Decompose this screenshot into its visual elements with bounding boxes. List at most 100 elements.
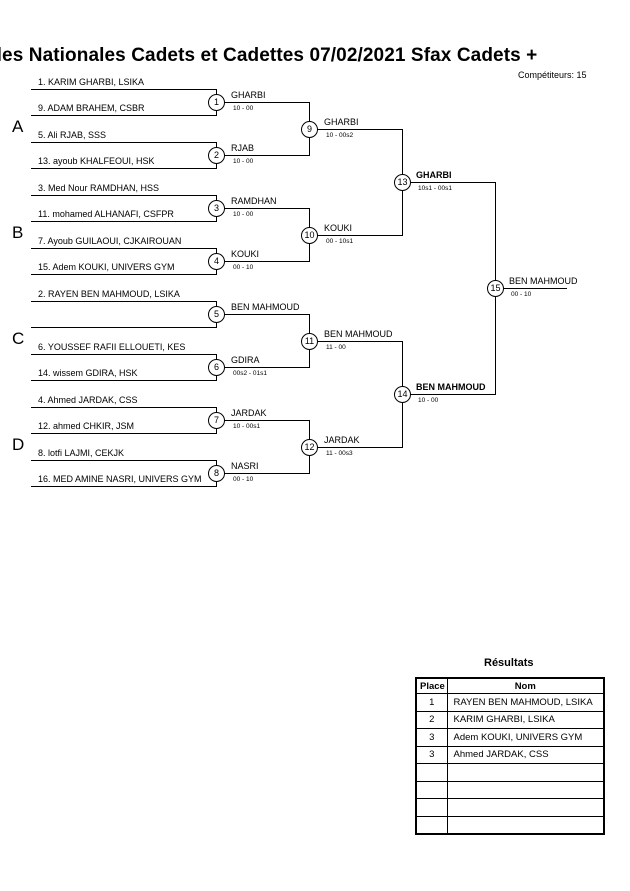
competitor-line <box>31 274 217 275</box>
match-score: 10 - 00 <box>233 158 254 165</box>
competitor-name: 14. wissem GDIRA, HSK <box>38 368 138 378</box>
result-place <box>415 815 448 835</box>
match-winner: KOUKI <box>231 249 260 259</box>
results-row <box>415 763 605 782</box>
winner-line <box>495 288 567 289</box>
result-name: KARIM GHARBI, LSIKA <box>446 710 605 729</box>
winner-line <box>216 367 310 368</box>
result-name: Ahmed JARDAK, CSS <box>446 745 605 764</box>
match-score: 00 - 10 <box>233 264 254 271</box>
match-number: 5 <box>208 306 225 323</box>
winner-line <box>402 394 496 395</box>
competitor-line <box>31 460 217 461</box>
match-winner: BEN MAHMOUD <box>416 382 486 392</box>
pool-label-b: B <box>12 223 24 242</box>
match-winner: GHARBI <box>324 117 359 127</box>
winner-line <box>309 341 403 342</box>
results-row <box>415 780 605 799</box>
match-winner: JARDAK <box>231 408 267 418</box>
result-place: 1 <box>415 693 448 712</box>
result-name <box>446 780 605 799</box>
match-score: 11 - 00 <box>326 344 346 351</box>
match-score: 00 - 10s1 <box>326 238 354 245</box>
result-place: 3 <box>415 728 448 747</box>
winner-line <box>216 420 310 421</box>
match-number: 2 <box>208 147 225 164</box>
competitor-name: 5. Ali RJAB, SSS <box>38 130 107 140</box>
match-score: 10 - 00 <box>418 397 439 404</box>
competitor-line <box>31 115 217 116</box>
winner-line <box>309 235 403 236</box>
winner-line <box>216 261 310 262</box>
competitor-name: 1. KARIM GHARBI, LSIKA <box>38 77 145 87</box>
competitor-name: 9. ADAM BRAHEM, CSBR <box>38 103 145 113</box>
match-number: 1 <box>208 94 225 111</box>
competitor-name: 12. ahmed CHKIR, JSM <box>38 421 135 431</box>
match-winner: RAMDHAN <box>231 196 277 206</box>
competitor-line <box>31 142 217 143</box>
competitor-line <box>31 301 217 302</box>
winner-line <box>216 155 310 156</box>
results-row <box>415 798 605 817</box>
pool-label-d: D <box>12 435 25 454</box>
match-winner: BEN MAHMOUD <box>509 276 578 286</box>
competitor-name: 4. Ahmed JARDAK, CSS <box>38 395 138 405</box>
results-col-place: Place <box>415 677 448 694</box>
match-number: 15 <box>487 280 504 297</box>
match-score: 00 - 10 <box>511 291 532 298</box>
competitor-name: 11. mohamed ALHANAFI, CSFPR <box>38 209 174 219</box>
result-place <box>415 798 448 817</box>
competitor-name: 6. YOUSSEF RAFII ELLOUETI, KES <box>38 342 186 352</box>
competitor-line <box>31 248 217 249</box>
match-score: 00 - 10 <box>233 476 254 483</box>
result-place <box>415 780 448 799</box>
match-winner: KOUKI <box>324 223 353 233</box>
match-number: 11 <box>301 333 318 350</box>
competitor-line <box>31 221 217 222</box>
competitor-name: 7. Ayoub GUILAOUI, CJKAIROUAN <box>38 236 182 246</box>
match-score: 10 - 00s2 <box>326 132 354 139</box>
match-score: 10 - 00s1 <box>233 423 261 430</box>
result-name <box>446 815 605 835</box>
competitor-line <box>31 354 217 355</box>
match-number: 7 <box>208 412 225 429</box>
competitor-name: 2. RAYEN BEN MAHMOUD, LSIKA <box>38 289 180 299</box>
result-name: Adem KOUKI, UNIVERS GYM <box>446 728 605 747</box>
competitor-name: 13. ayoub KHALFEOUI, HSK <box>38 156 155 166</box>
winner-line <box>216 473 310 474</box>
match-number: 12 <box>301 439 318 456</box>
results-header-row: Place Nom <box>415 677 605 694</box>
results-row <box>415 815 605 835</box>
match-winner: NASRI <box>231 461 259 471</box>
match-number: 10 <box>301 227 318 244</box>
match-number: 4 <box>208 253 225 270</box>
competitor-name: 3. Med Nour RAMDHAN, HSS <box>38 183 160 193</box>
match-number: 6 <box>208 359 225 376</box>
result-name <box>446 798 605 817</box>
result-place: 3 <box>415 745 448 764</box>
result-place: 2 <box>415 710 448 729</box>
winner-line <box>216 208 310 209</box>
page-title: ales Nationales Cadets et Cadettes 07/02… <box>0 45 538 66</box>
winner-line <box>402 182 496 183</box>
competitor-line <box>31 407 217 408</box>
competitor-line <box>31 168 217 169</box>
competitor-line <box>31 486 217 487</box>
pool-label-c: C <box>12 329 25 348</box>
winner-line <box>216 314 310 315</box>
results-col-name: Nom <box>446 677 605 694</box>
competitor-name: 16. MED AMINE NASRI, UNIVERS GYM <box>38 474 202 484</box>
result-name <box>446 763 605 782</box>
competitor-line <box>31 89 217 90</box>
match-score: 00s2 - 01s1 <box>233 370 267 377</box>
match-score: 10 - 00 <box>233 211 254 218</box>
competitor-line <box>31 433 217 434</box>
results-title: Résultats <box>484 657 534 669</box>
winner-line <box>309 129 403 130</box>
match-number: 9 <box>301 121 318 138</box>
